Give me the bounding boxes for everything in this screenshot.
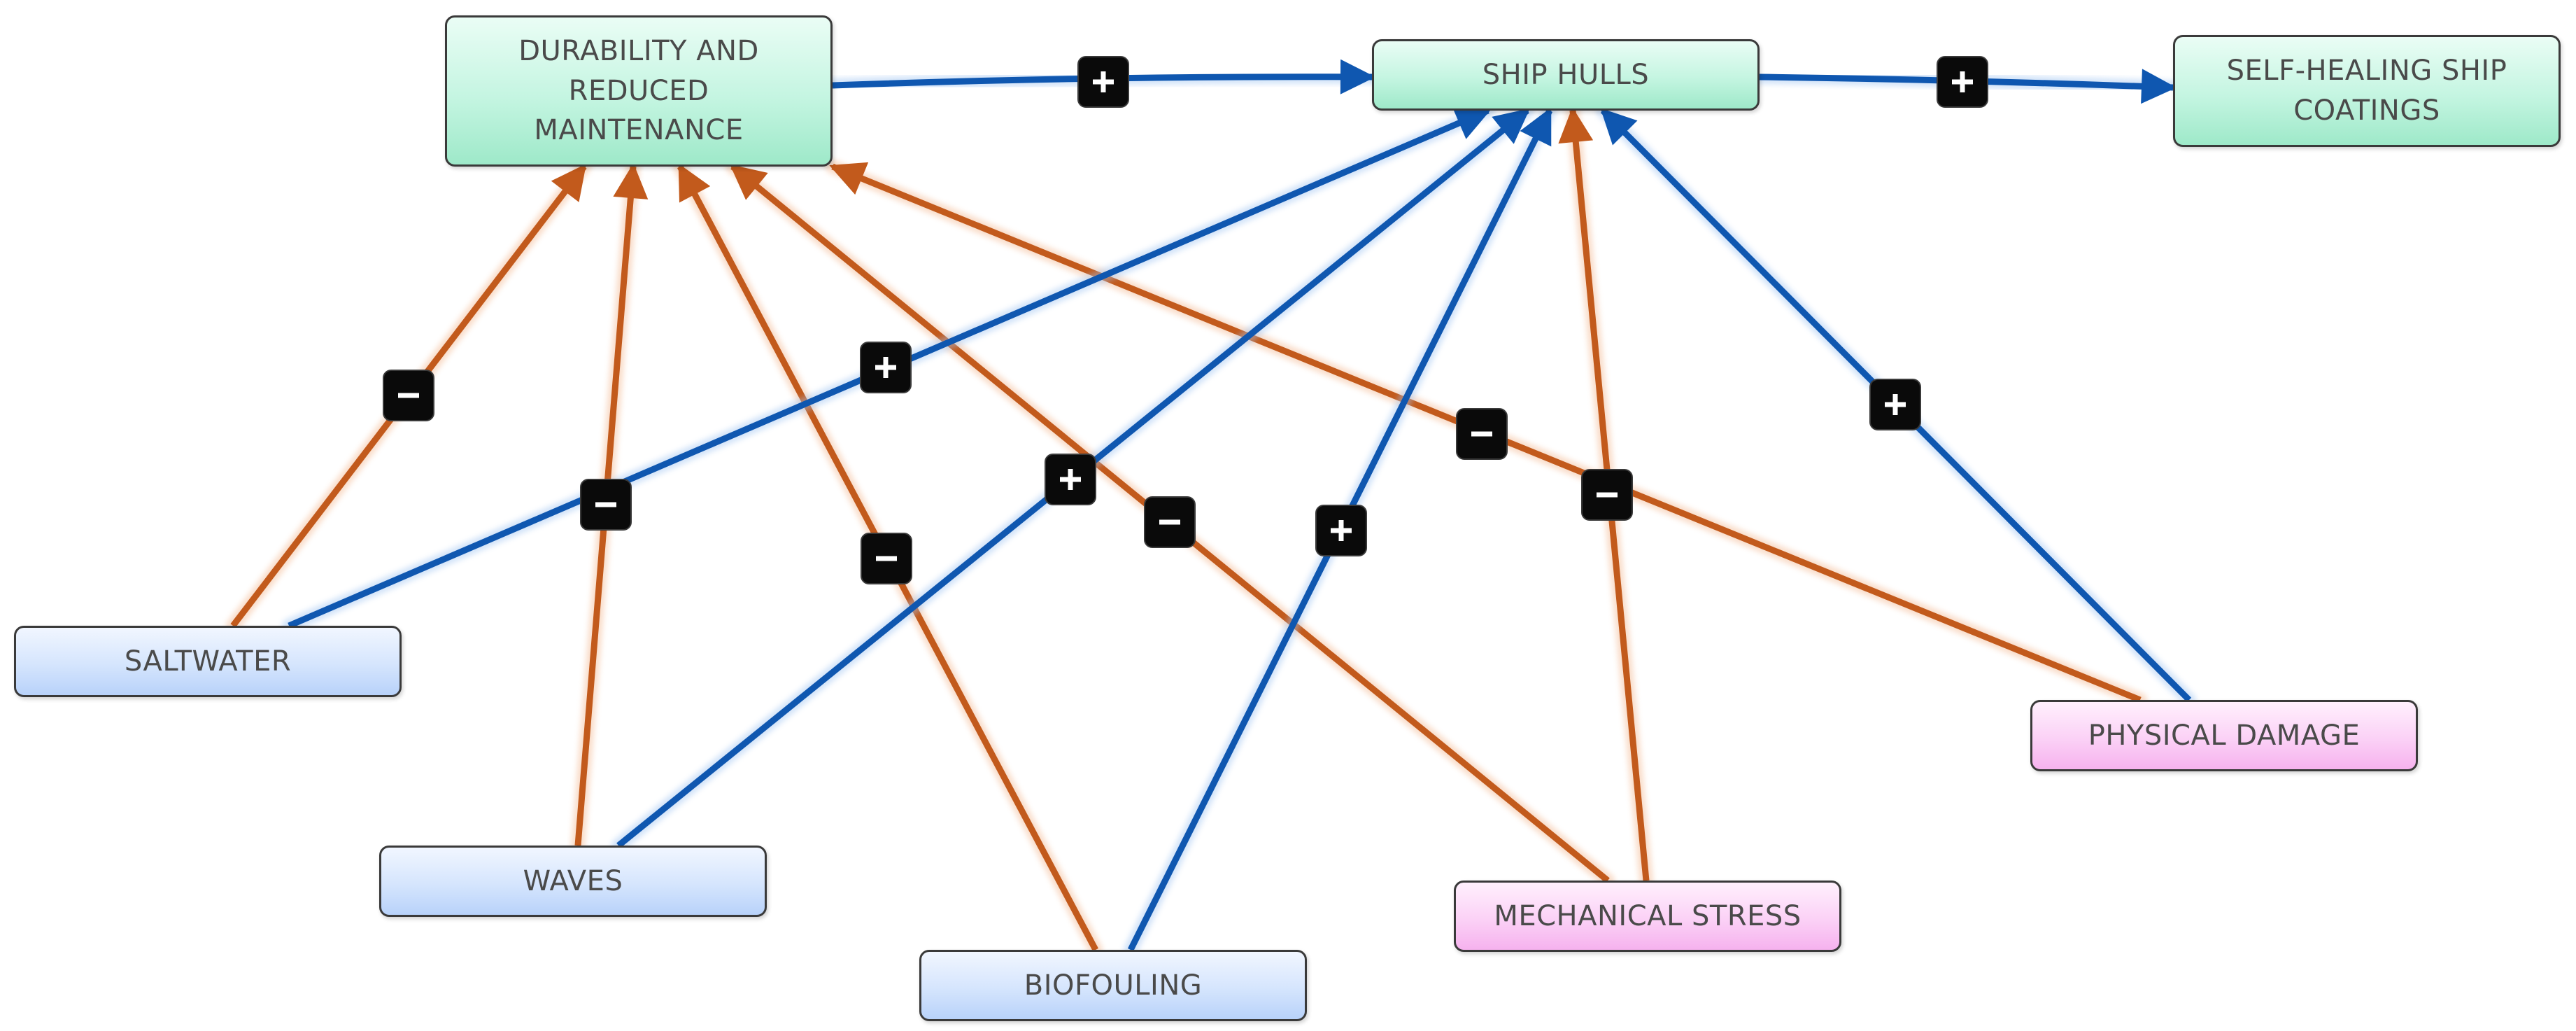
polarity-badge-physicaldamage-to-durability	[1456, 408, 1508, 460]
minus-icon	[1159, 519, 1180, 525]
plus-icon	[1885, 394, 1906, 415]
polarity-badge-durability-to-shiphulls	[1077, 56, 1129, 108]
minus-icon	[595, 502, 616, 507]
polarity-badge-waves-to-shiphulls	[1045, 454, 1096, 505]
polarity-badge-biofouling-to-shiphulls	[1315, 505, 1367, 556]
polarity-badge-shiphulls-to-selfheal	[1937, 56, 1988, 108]
polarity-badge-mechstress-to-shiphulls	[1581, 469, 1633, 521]
polarity-badge-physicaldamage-to-shiphulls	[1869, 379, 1921, 430]
polarity-badge-waves-to-durability	[580, 479, 632, 531]
plus-icon	[1952, 71, 1973, 92]
polarity-badge-saltwater-to-durability	[383, 370, 434, 421]
node-saltwater[interactable]: SALTWATER	[14, 626, 402, 697]
plus-icon	[1331, 520, 1352, 541]
polarity-badge-mechstress-to-durability	[1144, 496, 1196, 548]
node-biofouling[interactable]: BIOFOULING	[919, 950, 1307, 1021]
node-waves[interactable]: WAVES	[379, 846, 767, 917]
plus-icon	[1093, 71, 1114, 92]
plus-icon	[1060, 469, 1081, 490]
node-self-healing-ship-coatings[interactable]: SELF-HEALING SHIP COATINGS	[2173, 35, 2561, 147]
node-ship-hulls[interactable]: SHIP HULLS	[1372, 39, 1760, 111]
minus-icon	[1471, 431, 1492, 437]
node-durability-and-reduced-maintenance[interactable]: DURABILITY AND REDUCED MAINTENANCE	[445, 15, 833, 167]
plus-icon	[875, 357, 896, 378]
node-physical-damage[interactable]: PHYSICAL DAMAGE	[2030, 700, 2418, 771]
polarity-badge-biofouling-to-durability	[861, 533, 912, 584]
polarity-badge-saltwater-to-shiphulls	[860, 342, 912, 393]
node-mechanical-stress[interactable]: MECHANICAL STRESS	[1454, 881, 1841, 952]
minus-icon	[398, 393, 419, 398]
minus-icon	[876, 556, 897, 561]
minus-icon	[1597, 492, 1618, 498]
